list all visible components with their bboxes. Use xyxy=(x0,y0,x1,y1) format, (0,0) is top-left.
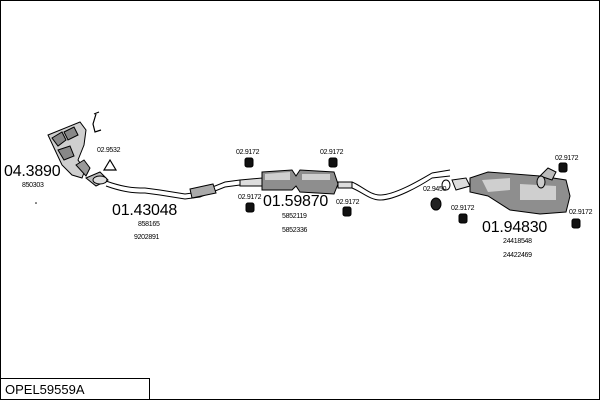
part-number-rear-silencer[interactable]: 01.94830 xyxy=(482,219,548,236)
small-part-clamp[interactable]: 02.9532 xyxy=(97,147,121,154)
center-silencer-drawing xyxy=(239,169,353,195)
part-number-intermediate-pipe[interactable]: 01.43048 xyxy=(112,202,178,219)
part-number-center-silencer[interactable]: 01.59870 xyxy=(263,193,329,210)
small-part-hanger-2[interactable]: 02.9172 xyxy=(320,149,344,156)
ref-intermediate-pipe-2: 9202891 xyxy=(134,234,160,241)
diagram-title: OPEL59559A xyxy=(5,382,85,397)
small-part-hanger-3[interactable]: 02.9172 xyxy=(238,194,262,201)
ref-center-silencer-1: 5852119 xyxy=(282,213,307,220)
ref-center-silencer-2: 5852336 xyxy=(282,227,308,234)
ref-rear-silencer-1: 24418548 xyxy=(503,238,532,245)
flange-drawing xyxy=(92,175,108,185)
gasket-drawing xyxy=(430,179,451,211)
sensor-drawing xyxy=(92,111,102,133)
small-part-hanger-1[interactable]: 02.9172 xyxy=(236,149,260,156)
small-part-hanger-6[interactable]: 02.9172 xyxy=(555,155,579,162)
clamp-drawing xyxy=(102,158,118,171)
hanger-drawings xyxy=(244,157,581,229)
intermediate-pipe-drawing xyxy=(105,179,241,200)
small-part-hanger-5[interactable]: 02.9172 xyxy=(451,205,475,212)
connecting-pipe-drawing xyxy=(351,169,451,201)
ref-rear-silencer-2: 24422469 xyxy=(503,252,532,259)
ref-intermediate-pipe-1: 858165 xyxy=(138,221,160,228)
ref-front-pipe-1: 850303 xyxy=(22,182,44,189)
small-part-hanger-4[interactable]: 02.9172 xyxy=(336,199,360,206)
rear-silencer-drawing xyxy=(451,167,571,215)
part-number-front-pipe[interactable]: 04.3890 xyxy=(4,163,61,180)
diagram-title-box: OPEL59559A xyxy=(1,378,150,399)
small-part-gasket[interactable]: 02.9450 xyxy=(423,186,447,193)
small-part-hanger-7[interactable]: 02.9172 xyxy=(569,209,593,216)
